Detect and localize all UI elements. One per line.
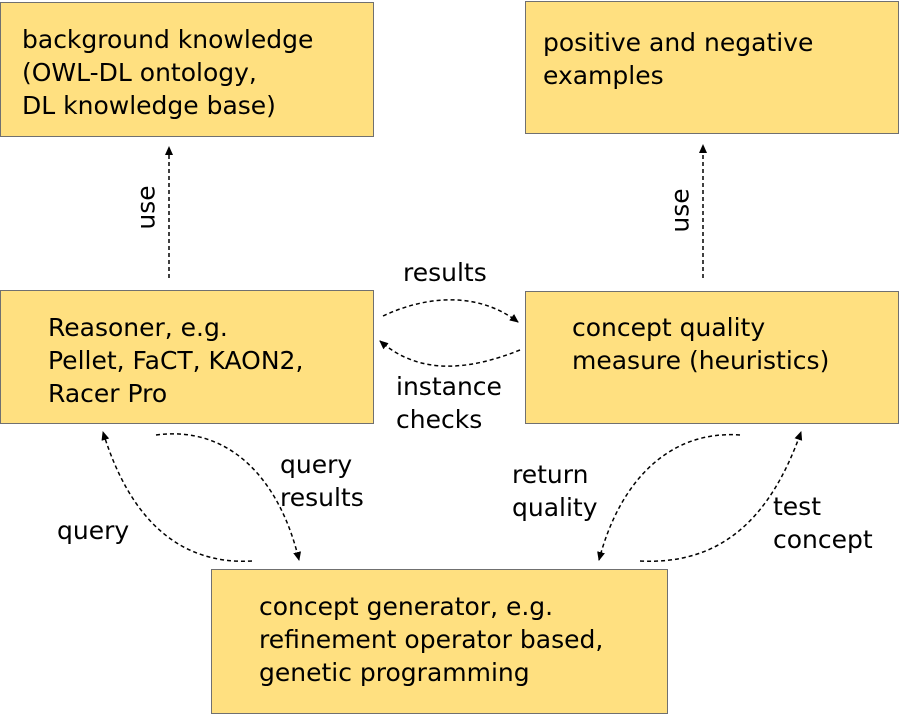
background-line-3: DL knowledge base) [22, 91, 276, 120]
quality-line-2: measure (heuristics) [572, 346, 830, 375]
quality-line-1: concept quality [572, 313, 766, 342]
reasoner-line-3: Racer Pro [48, 379, 168, 408]
instance-checks-line-1: instance [396, 372, 502, 401]
use-label-left: use [131, 185, 161, 230]
query-results-label: query results [280, 448, 364, 514]
query-results-line-1: query [280, 450, 353, 479]
query-label: query [57, 516, 130, 545]
background-line-2: (OWL-DL ontology, [22, 58, 257, 87]
results-arrow [382, 299, 519, 323]
test-concept-label: test concept [773, 490, 873, 556]
results-label: results [403, 258, 487, 287]
test-concept-line-2: concept [773, 525, 873, 554]
generator-line-3: genetic programming [259, 658, 530, 687]
examples-box: positive and negative examples [525, 1, 899, 134]
instance-checks-line-2: checks [396, 405, 483, 434]
generator-line-2: refinement operator based, [259, 625, 604, 654]
examples-line-1: positive and negative [543, 28, 814, 57]
reasoner-box: Reasoner, e.g. Pellet, FaCT, KAON2, Race… [0, 290, 374, 424]
query-arrow [101, 431, 253, 562]
generator-line-1: concept generator, e.g. [259, 592, 554, 621]
instance-checks-label: instance checks [396, 370, 502, 436]
quality-measure-text: concept quality measure (heuristics) [572, 311, 829, 377]
reasoner-text: Reasoner, e.g. Pellet, FaCT, KAON2, Race… [48, 311, 303, 410]
test-concept-arrow [639, 431, 803, 562]
query-results-line-2: results [280, 483, 364, 512]
background-knowledge-text: background knowledge (OWL-DL ontology, D… [22, 23, 313, 122]
reasoner-line-2: Pellet, FaCT, KAON2, [48, 346, 304, 375]
concept-generator-text: concept generator, e.g. refinement opera… [259, 590, 603, 689]
return-quality-line-2: quality [512, 493, 598, 522]
reasoner-line-1: Reasoner, e.g. [48, 313, 228, 342]
examples-text: positive and negative examples [543, 26, 813, 92]
use-label-right: use [665, 188, 695, 233]
test-concept-line-1: test [773, 492, 822, 521]
query-results-arrow [155, 433, 302, 561]
background-knowledge-box: background knowledge (OWL-DL ontology, D… [0, 2, 374, 137]
concept-generator-box: concept generator, e.g. refinement opera… [211, 569, 668, 714]
return-quality-line-1: return [512, 460, 589, 489]
background-line-1: background knowledge [22, 25, 314, 54]
quality-measure-box: concept quality measure (heuristics) [525, 291, 899, 424]
examples-line-2: examples [543, 61, 664, 90]
return-quality-arrow [597, 433, 741, 561]
return-quality-label: return quality [512, 458, 598, 524]
instance-checks-arrow [379, 340, 521, 367]
